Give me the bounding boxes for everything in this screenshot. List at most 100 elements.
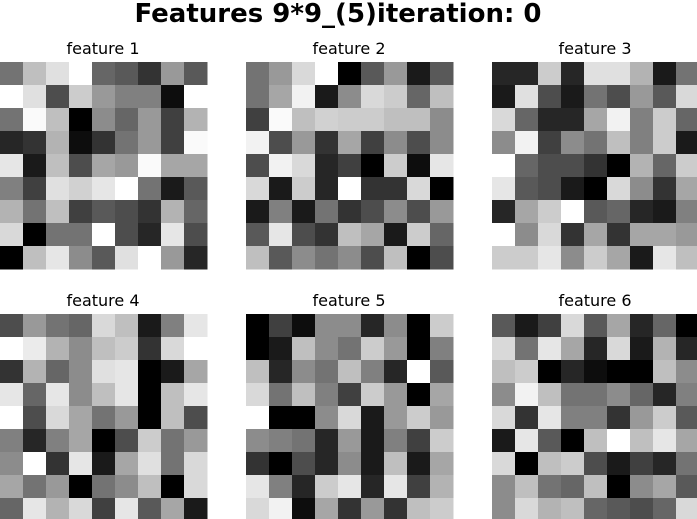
- heatmap-cell-f6-r1-c1: [492, 314, 516, 338]
- heatmap-cell-f5-r5-c2: [269, 406, 293, 430]
- heatmap-cell-f6-r6-c5: [584, 429, 608, 453]
- heatmap-cell-f2-r3-c6: [361, 108, 385, 132]
- heatmap-cell-f2-r8-c2: [269, 223, 293, 247]
- heatmap-cell-f5-r4-c6: [361, 383, 385, 407]
- heatmap-cell-f1-r7-c4: [69, 200, 93, 224]
- heatmap-cell-f1-r3-c4: [69, 108, 93, 132]
- heatmap-cell-f4-r5-c4: [69, 406, 93, 430]
- heatmap-cell-f4-r3-c3: [46, 360, 70, 384]
- heatmap-cell-f3-r9-c4: [561, 246, 585, 270]
- panel-title-5: feature 5: [312, 291, 385, 310]
- heatmap-cells-6: [492, 314, 697, 519]
- heatmap-cells-3: [492, 62, 697, 270]
- heatmap-cell-f6-r6-c6: [607, 429, 631, 453]
- heatmap-cell-f5-r9-c5: [338, 498, 362, 519]
- heatmap-cell-f6-r3-c3: [538, 360, 562, 384]
- heatmap-cell-f1-r7-c1: [0, 200, 24, 224]
- heatmap-cell-f1-r7-c2: [23, 200, 47, 224]
- heatmap-cell-f4-r5-c1: [0, 406, 24, 430]
- heatmap-cell-f6-r3-c5: [584, 360, 608, 384]
- heatmap-cell-f3-r4-c7: [630, 131, 654, 155]
- heatmap-cell-f3-r9-c5: [584, 246, 608, 270]
- heatmap-cell-f4-r3-c5: [92, 360, 116, 384]
- heatmap-cell-f2-r8-c5: [338, 223, 362, 247]
- heatmap-cell-f4-r8-c7: [138, 475, 162, 499]
- heatmap-cell-f6-r1-c9: [676, 314, 697, 338]
- heatmap-cell-f6-r9-c8: [653, 498, 677, 519]
- heatmap-cell-f5-r6-c8: [407, 429, 431, 453]
- heatmap-cell-f6-r3-c7: [630, 360, 654, 384]
- heatmap-cell-f3-r2-c6: [607, 85, 631, 109]
- heatmap-cell-f2-r3-c9: [430, 108, 454, 132]
- heatmap-cell-f5-r1-c8: [407, 314, 431, 338]
- heatmap-cell-f6-r4-c6: [607, 383, 631, 407]
- heatmap-cell-f6-r3-c1: [492, 360, 516, 384]
- heatmap-cell-f5-r1-c3: [292, 314, 316, 338]
- heatmap-cell-f1-r3-c9: [184, 108, 208, 132]
- heatmap-cell-f4-r2-c8: [161, 337, 185, 361]
- heatmap-cell-f3-r4-c8: [653, 131, 677, 155]
- heatmap-cell-f4-r9-c3: [46, 498, 70, 519]
- heatmap-cell-f1-r3-c5: [92, 108, 116, 132]
- heatmap-cell-f6-r6-c8: [653, 429, 677, 453]
- heatmap-cell-f2-r9-c1: [246, 246, 270, 270]
- heatmap-cell-f1-r4-c5: [92, 131, 116, 155]
- heatmap-cell-f2-r2-c3: [292, 85, 316, 109]
- heatmap-cell-f5-r8-c6: [361, 475, 385, 499]
- heatmap-cell-f5-r3-c7: [384, 360, 408, 384]
- heatmap-cell-f3-r8-c9: [676, 223, 697, 247]
- heatmap-cell-f6-r6-c2: [515, 429, 539, 453]
- heatmap-cell-f5-r4-c3: [292, 383, 316, 407]
- heatmap-cell-f6-r4-c3: [538, 383, 562, 407]
- panel-feature-4: feature 4: [0, 291, 208, 519]
- heatmap-cell-f2-r8-c7: [384, 223, 408, 247]
- heatmap-cell-f3-r3-c4: [561, 108, 585, 132]
- heatmap-cell-f1-r6-c2: [23, 177, 47, 201]
- heatmap-cell-f4-r4-c6: [115, 383, 139, 407]
- heatmap-cell-f3-r6-c1: [492, 177, 516, 201]
- heatmap-cell-f1-r2-c2: [23, 85, 47, 109]
- heatmap-cell-f2-r4-c2: [269, 131, 293, 155]
- heatmap-cell-f4-r7-c6: [115, 452, 139, 476]
- heatmap-cell-f3-r8-c5: [584, 223, 608, 247]
- heatmap-cell-f4-r6-c2: [23, 429, 47, 453]
- heatmap-cell-f3-r4-c3: [538, 131, 562, 155]
- heatmap-cell-f4-r9-c5: [92, 498, 116, 519]
- heatmap-cell-f4-r9-c1: [0, 498, 24, 519]
- heatmap-cell-f3-r7-c3: [538, 200, 562, 224]
- heatmap-cell-f1-r9-c2: [23, 246, 47, 270]
- heatmap-cell-f5-r9-c8: [407, 498, 431, 519]
- heatmap-cell-f3-r1-c6: [607, 62, 631, 86]
- panel-title-4: feature 4: [66, 291, 139, 310]
- heatmap-cell-f6-r6-c9: [676, 429, 697, 453]
- heatmap-cell-f6-r1-c5: [584, 314, 608, 338]
- heatmap-cell-f4-r9-c9: [184, 498, 208, 519]
- heatmap-cell-f4-r3-c1: [0, 360, 24, 384]
- heatmap-cell-f5-r2-c7: [384, 337, 408, 361]
- heatmap-cell-f4-r8-c3: [46, 475, 70, 499]
- heatmap-cell-f2-r6-c6: [361, 177, 385, 201]
- heatmap-cell-f1-r7-c6: [115, 200, 139, 224]
- heatmap-cell-f5-r2-c6: [361, 337, 385, 361]
- heatmap-cell-f4-r8-c9: [184, 475, 208, 499]
- heatmap-cell-f2-r4-c9: [430, 131, 454, 155]
- heatmap-cell-f4-r2-c7: [138, 337, 162, 361]
- heatmap-cell-f4-r2-c9: [184, 337, 208, 361]
- heatmap-cell-f4-r4-c3: [46, 383, 70, 407]
- heatmap-cell-f2-r5-c5: [338, 154, 362, 178]
- heatmap-cells-4: [0, 314, 208, 519]
- heatmap-cell-f3-r5-c2: [515, 154, 539, 178]
- heatmap-cell-f5-r3-c4: [315, 360, 339, 384]
- heatmap-cell-f4-r1-c1: [0, 314, 24, 338]
- heatmap-cell-f4-r1-c7: [138, 314, 162, 338]
- heatmap-cell-f5-r1-c1: [246, 314, 270, 338]
- heatmap-cell-f3-r7-c7: [630, 200, 654, 224]
- heatmap-cell-f3-r6-c8: [653, 177, 677, 201]
- heatmap-cell-f3-r6-c5: [584, 177, 608, 201]
- heatmap-cell-f2-r2-c9: [430, 85, 454, 109]
- heatmap-cell-f6-r2-c3: [538, 337, 562, 361]
- heatmap-cell-f4-r6-c6: [115, 429, 139, 453]
- heatmap-cell-f3-r6-c4: [561, 177, 585, 201]
- heatmap-cell-f2-r5-c4: [315, 154, 339, 178]
- heatmap-cell-f4-r5-c7: [138, 406, 162, 430]
